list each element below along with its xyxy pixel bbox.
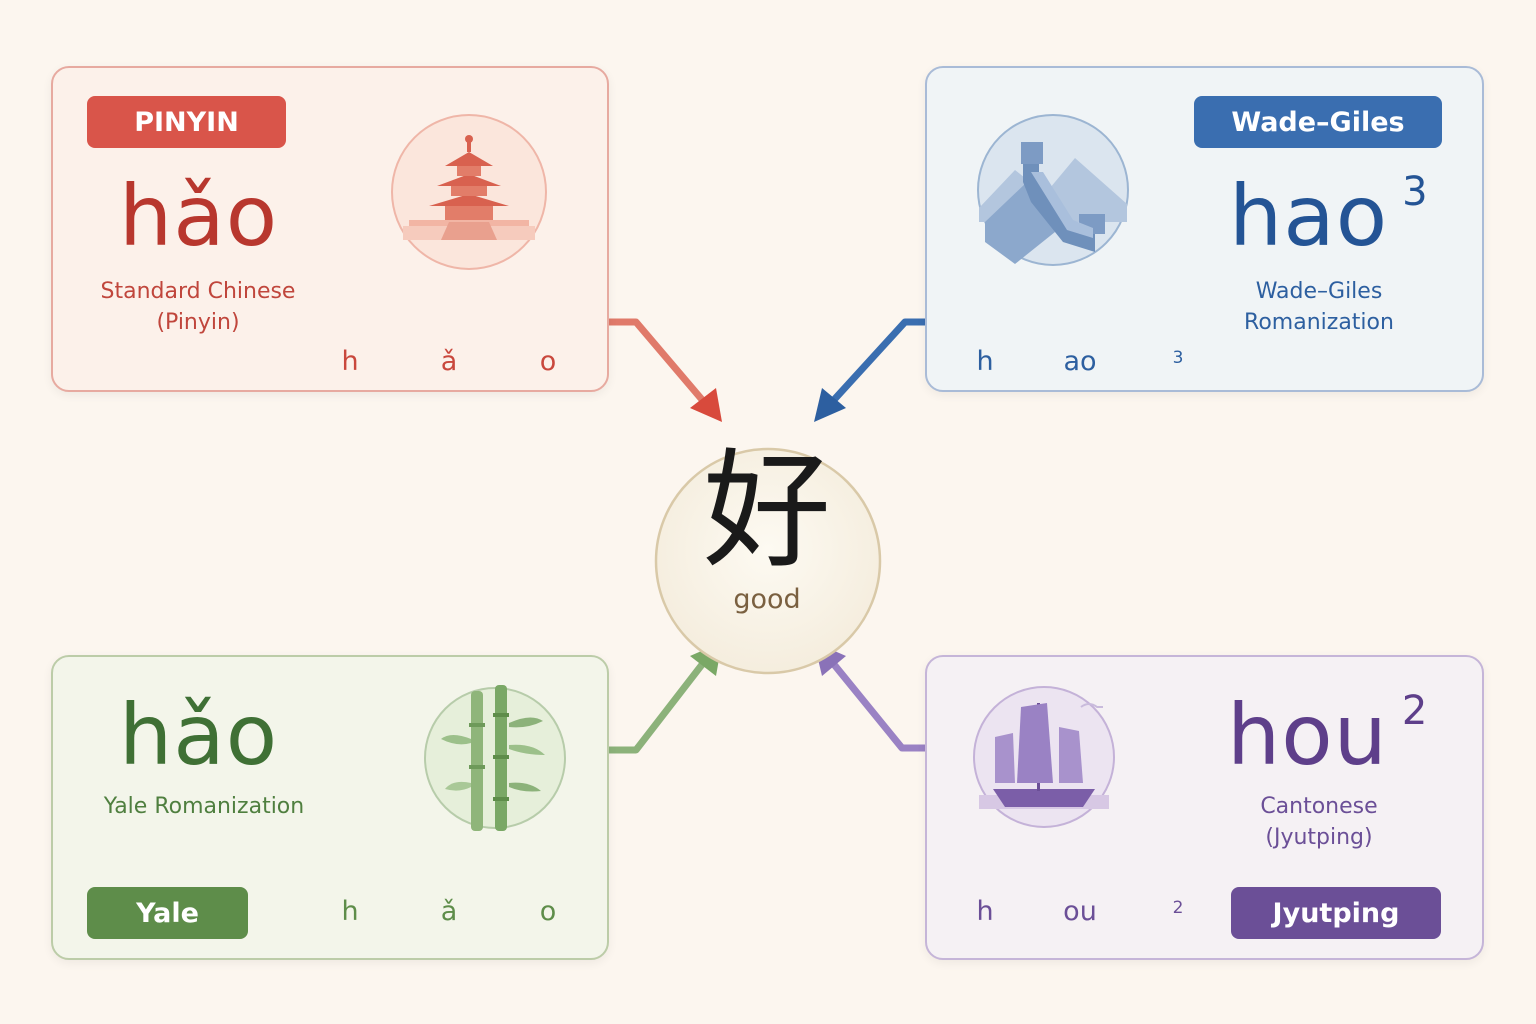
wade-giles-description: Wade–Giles Romanization <box>1209 276 1429 338</box>
jyutping-badge: Jyutping <box>1231 887 1441 939</box>
pinyin-segment: h <box>341 346 359 377</box>
pinyin-romanization: hǎo <box>119 167 279 265</box>
yale-segment: o <box>539 896 557 927</box>
wade-giles-syllable: hao <box>1229 167 1389 265</box>
yale-description: Yale Romanization <box>99 791 309 822</box>
wade-giles-segment: ao <box>1063 346 1097 377</box>
yale-description-line1: Yale Romanization <box>103 794 305 819</box>
jyutping-syllable: hou <box>1227 686 1388 784</box>
wade-giles-tone-number: 3 <box>1402 169 1429 215</box>
yale-segment: h <box>341 896 359 927</box>
great-wall-icon <box>977 114 1129 266</box>
jyutping-segment: 2 <box>1172 898 1184 918</box>
wade-giles-description-line2: Romanization <box>1244 310 1394 335</box>
pinyin-description-line1: Standard Chinese <box>100 279 296 304</box>
jyutping-description-line1: Cantonese <box>1260 794 1378 819</box>
yale-badge: Yale <box>87 887 248 939</box>
jyutping-tone-number: 2 <box>1401 688 1429 734</box>
pinyin-segment: o <box>539 346 557 377</box>
jyutping-description: Cantonese (Jyutping) <box>1209 791 1429 853</box>
pinyin-description-line2: (Pinyin) <box>156 310 240 335</box>
wade-giles-description-line1: Wade–Giles <box>1255 279 1383 304</box>
junk-boat-icon <box>973 686 1115 828</box>
bamboo-icon <box>424 685 566 831</box>
center-character: 好 <box>702 437 831 586</box>
pinyin-card: PINYIN hǎo Standard Chinese (Pinyin) <box>51 66 609 392</box>
yale-romanization: hǎo <box>119 686 279 784</box>
pinyin-description: Standard Chinese (Pinyin) <box>88 276 308 338</box>
jyutping-description-line2: (Jyutping) <box>1265 825 1373 850</box>
pinyin-badge: PINYIN <box>87 96 286 148</box>
wade-giles-arrowhead <box>814 388 846 422</box>
jyutping-segment: h <box>976 896 994 927</box>
pinyin-segment: ǎ <box>440 346 458 377</box>
wade-giles-segment: h <box>976 346 994 377</box>
center-character-circle <box>654 447 882 675</box>
wade-giles-segment: 3 <box>1172 348 1184 368</box>
wade-giles-badge: Wade–Giles <box>1194 96 1442 148</box>
pinyin-arrowhead <box>690 388 722 422</box>
yale-card: hǎo Yale Romanization Yale <box>51 655 609 960</box>
center-gloss: good <box>733 584 801 615</box>
yale-segment: ǎ <box>440 896 458 927</box>
temple-of-heaven-icon <box>391 114 547 270</box>
jyutping-segment: ou <box>1063 896 1097 927</box>
